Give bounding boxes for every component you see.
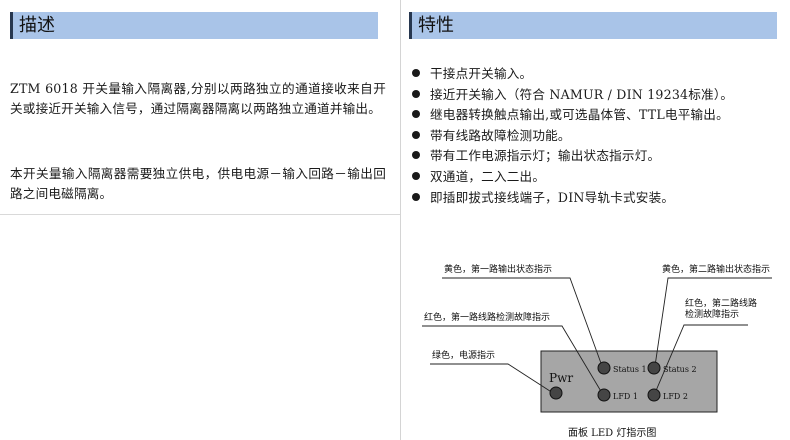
feature-item: 接近开关输入（符合 NAMUR / DIN 19234标准）。 [412,85,788,106]
description-title: 描述 [19,15,55,36]
callout-line-status2 [654,277,772,367]
callout-status2: 黄色，第二路输出状态指示 [662,263,770,275]
features-list: 干接点开关输入。 接近开关输入（符合 NAMUR / DIN 19234标准）。… [412,64,788,208]
feature-text: 干接点开关输入。 [430,66,533,81]
feature-item: 带有工作电源指示灯；输出状态指示灯。 [412,146,788,167]
bullet-icon [412,192,420,201]
column-divider [400,0,401,440]
pwr-led-icon [549,386,563,400]
callout-line-lfd2 [654,324,748,394]
bullet-icon [412,89,420,98]
description-paragraph-1: ZTM 6018 开关量输入隔离器,分别以两路独立的通道接收来自开关或接近开关输… [10,81,386,116]
lfd2-label: LFD 2 [663,392,688,401]
led-panel-diagram: 黄色，第一路输出状态指示 黄色，第二路输出状态指示 红色，第一路线路检测故障指示… [422,263,772,439]
lfd1-label: LFD 1 [613,392,638,401]
bullet-icon [412,110,420,119]
lfd1-led-icon [597,388,611,402]
callout-lfd1: 红色，第一路线路检测故障指示 [424,311,550,323]
diagram-caption: 面板 LED 灯指示图 [568,426,656,439]
bullet-icon [412,151,420,160]
front-panel [540,350,718,413]
bullet-icon [412,69,420,77]
callout-lfd2-line1: 红色，第二路线路 [685,297,757,309]
lfd2-led-icon [647,388,661,402]
callout-status1: 黄色，第一路输出状态指示 [444,263,552,275]
status2-label: Status 2 [663,365,697,374]
callout-line-pwr [430,363,554,394]
description-paragraph-2: 本开关量输入隔离器需要独立供电，供电电源－输入回路－输出回路之间电磁隔离。 [10,166,386,201]
feature-text: 继电器转换触点输出,或可选晶体管、TTL电平输出。 [430,107,729,123]
callout-line-lfd1 [422,325,603,394]
pwr-label: Pwr [549,371,573,385]
status2-led-icon [647,361,661,375]
features-title: 特性 [418,15,454,36]
bullet-icon [412,130,420,139]
feature-text: 接近开关输入（符合 NAMUR / DIN 19234标准）。 [430,86,734,102]
status1-led-icon [597,361,611,375]
bullet-icon [412,171,420,180]
feature-item: 带有线路故障检测功能。 [412,126,788,147]
feature-text: 即插即拔式接线端子，DIN导轨卡式安装。 [430,189,675,205]
callout-pwr: 绿色，电源指示 [432,349,495,361]
feature-text: 带有工作电源指示灯；输出状态指示灯。 [430,148,661,164]
status1-label: Status 1 [613,365,647,374]
feature-item: 双通道，二入二出。 [412,167,788,188]
features-header: 特性 [409,12,777,39]
feature-item: 干接点开关输入。 [412,64,788,85]
left-section-rule [0,214,400,215]
feature-text: 带有线路故障检测功能。 [430,127,571,143]
feature-text: 双通道，二入二出。 [430,168,546,184]
description-header: 描述 [10,12,378,39]
feature-item: 即插即拔式接线端子，DIN导轨卡式安装。 [412,188,788,209]
feature-item: 继电器转换触点输出,或可选晶体管、TTL电平输出。 [412,105,788,126]
callout-line-status1 [442,277,603,367]
callout-lfd2-line2: 检测故障指示 [685,308,739,320]
